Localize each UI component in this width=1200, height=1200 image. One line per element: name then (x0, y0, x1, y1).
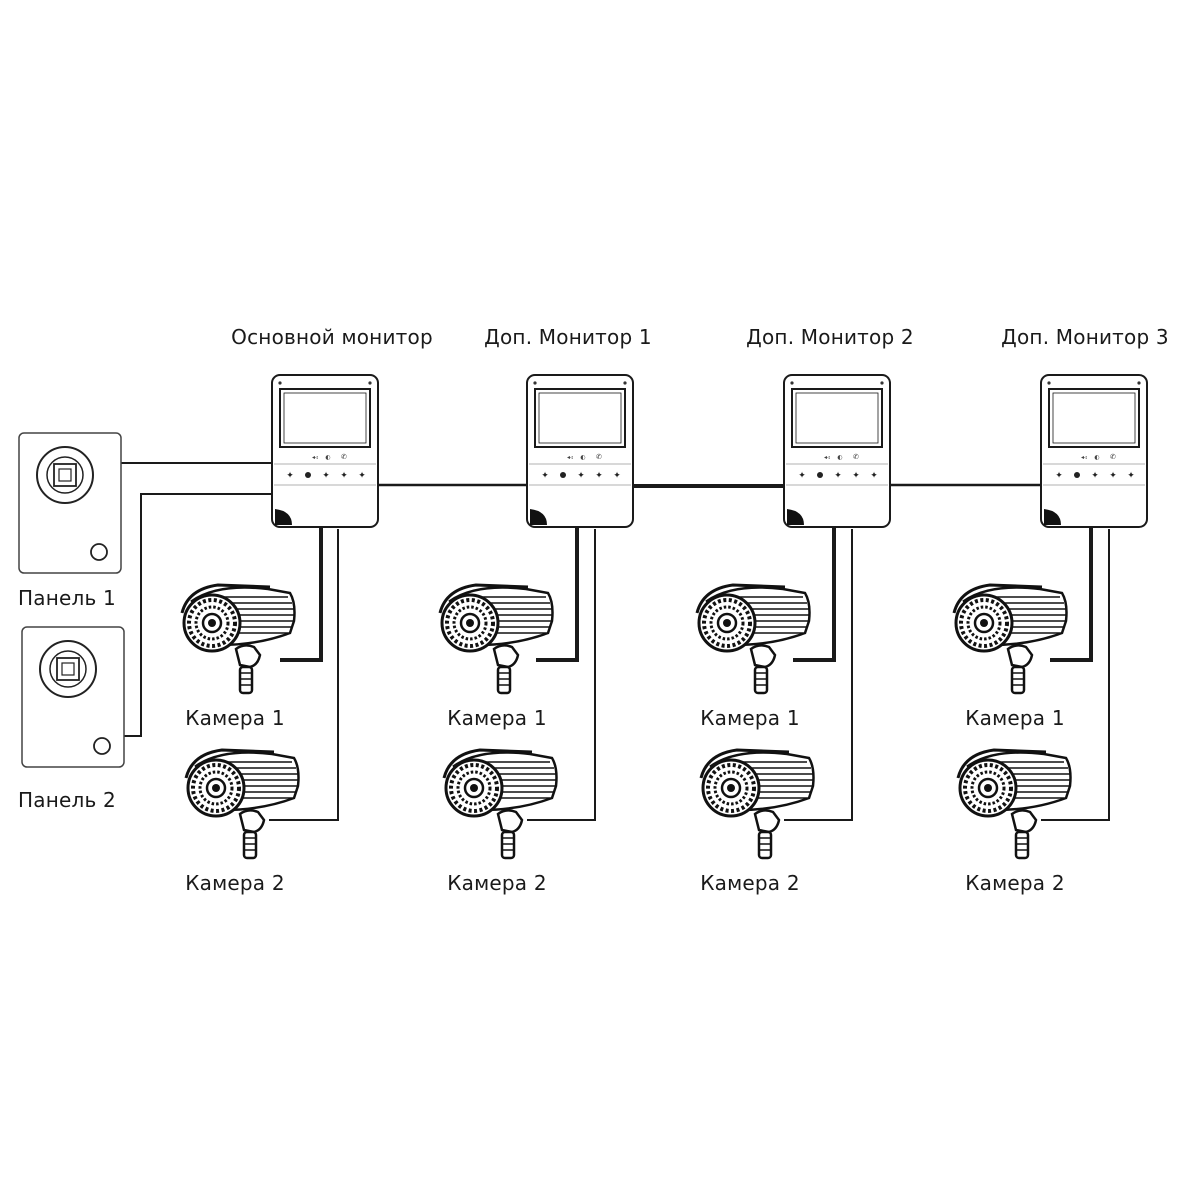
door-panel-1 (18, 432, 122, 574)
monitor-main-title: Основной монитор (231, 325, 433, 349)
camera-m0-1 (180, 583, 297, 695)
wire-m1-cam1 (536, 528, 579, 662)
camera-m3-2 (956, 748, 1073, 860)
monitor-extra-1-title: Доп. Монитор 1 (484, 325, 652, 349)
wire-panel2 (123, 493, 273, 737)
wire-m1-cam2 (527, 529, 596, 821)
camera-m2-1-label: Камера 1 (700, 706, 800, 730)
wire-m2-cam1 (793, 528, 836, 662)
panel-2-label: Панель 2 (18, 788, 116, 812)
door-panel-2 (21, 626, 125, 768)
camera-m0-2-label: Камера 2 (185, 871, 285, 895)
camera-m1-1 (438, 583, 555, 695)
monitor-extra-1 (526, 374, 634, 528)
wire-m0-cam1 (280, 528, 323, 662)
wire-m0-cam2 (269, 529, 339, 821)
monitor-extra-2-title: Доп. Монитор 2 (746, 325, 914, 349)
camera-m2-1 (695, 583, 812, 695)
camera-m1-2-label: Камера 2 (447, 871, 547, 895)
monitor-extra-2 (783, 374, 891, 528)
monitor-main (271, 374, 379, 528)
camera-m3-1-label: Камера 1 (965, 706, 1065, 730)
panel-1-label: Панель 1 (18, 586, 116, 610)
monitor-extra-3-title: Доп. Монитор 3 (1001, 325, 1169, 349)
camera-m1-2 (442, 748, 559, 860)
camera-m1-1-label: Камера 1 (447, 706, 547, 730)
wire-m3-cam1 (1050, 528, 1093, 662)
wire-m3-cam2 (1041, 529, 1110, 821)
camera-m0-2 (184, 748, 301, 860)
wire-m2-cam2 (784, 529, 853, 821)
camera-m3-1 (952, 583, 1069, 695)
camera-m2-2 (699, 748, 816, 860)
camera-m3-2-label: Камера 2 (965, 871, 1065, 895)
camera-m2-2-label: Камера 2 (700, 871, 800, 895)
monitor-extra-3 (1040, 374, 1148, 528)
wiring (120, 462, 1110, 821)
camera-m0-1-label: Камера 1 (185, 706, 285, 730)
